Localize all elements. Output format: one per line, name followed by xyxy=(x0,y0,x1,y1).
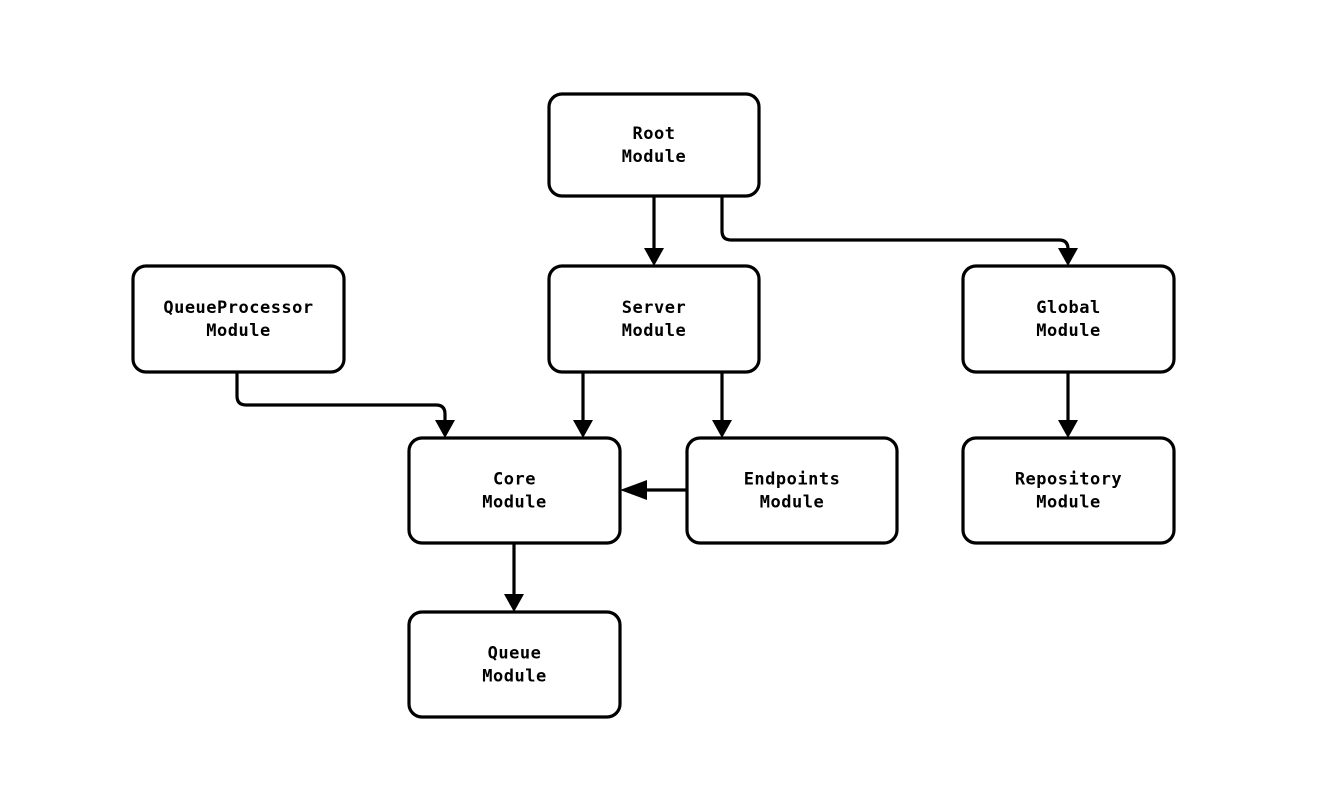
edges-layer xyxy=(235,196,1078,612)
edge-core-to-queue xyxy=(504,543,524,612)
node-label-line1: QueueProcessor xyxy=(163,298,313,318)
node-label-line2: Module xyxy=(622,321,686,341)
edge-queueprocessor-to-core xyxy=(235,372,455,438)
node-box[interactable] xyxy=(961,264,1176,374)
edge-line xyxy=(235,372,447,430)
node-box[interactable] xyxy=(961,436,1176,545)
arrowhead-icon xyxy=(504,594,524,612)
node-label-line2: Module xyxy=(760,493,824,513)
node-label-line2: Module xyxy=(1036,321,1100,341)
edge-line xyxy=(720,196,1070,258)
node-label-line2: Module xyxy=(206,321,270,341)
arrowhead-icon xyxy=(1058,248,1078,266)
node-label-line1: Endpoints xyxy=(744,470,841,490)
arrowhead-icon xyxy=(1058,420,1078,438)
edge-endpoints-to-core xyxy=(620,480,687,500)
node-label-line2: Module xyxy=(482,667,546,687)
node-label-line1: Queue xyxy=(488,644,542,664)
node-label-line1: Global xyxy=(1036,298,1100,318)
node-box[interactable] xyxy=(131,264,346,374)
edge-server-to-endpoints xyxy=(712,372,732,438)
arrowhead-icon xyxy=(712,420,732,438)
node-label-line1: Core xyxy=(493,470,536,490)
edge-global-to-repository xyxy=(1058,372,1078,438)
arrowhead-icon xyxy=(573,420,593,438)
node-label-line1: Repository xyxy=(1015,470,1122,490)
node-label-line2: Module xyxy=(1036,493,1100,513)
arrowhead-icon xyxy=(620,480,647,500)
node-box[interactable] xyxy=(547,264,761,374)
node-box[interactable] xyxy=(407,610,622,719)
node-label-line2: Module xyxy=(482,493,546,513)
arrowhead-icon xyxy=(435,420,455,438)
node-label-line1: Root xyxy=(633,124,676,144)
edge-root-to-global xyxy=(720,196,1078,266)
node-box[interactable] xyxy=(685,436,899,545)
arrowhead-icon xyxy=(644,248,664,266)
node-box[interactable] xyxy=(407,436,622,545)
node-label-line1: Server xyxy=(622,298,686,318)
edge-root-to-server xyxy=(644,196,664,266)
node-label-line2: Module xyxy=(622,147,686,167)
node-box[interactable] xyxy=(547,92,761,198)
edge-server-to-core xyxy=(573,372,593,438)
